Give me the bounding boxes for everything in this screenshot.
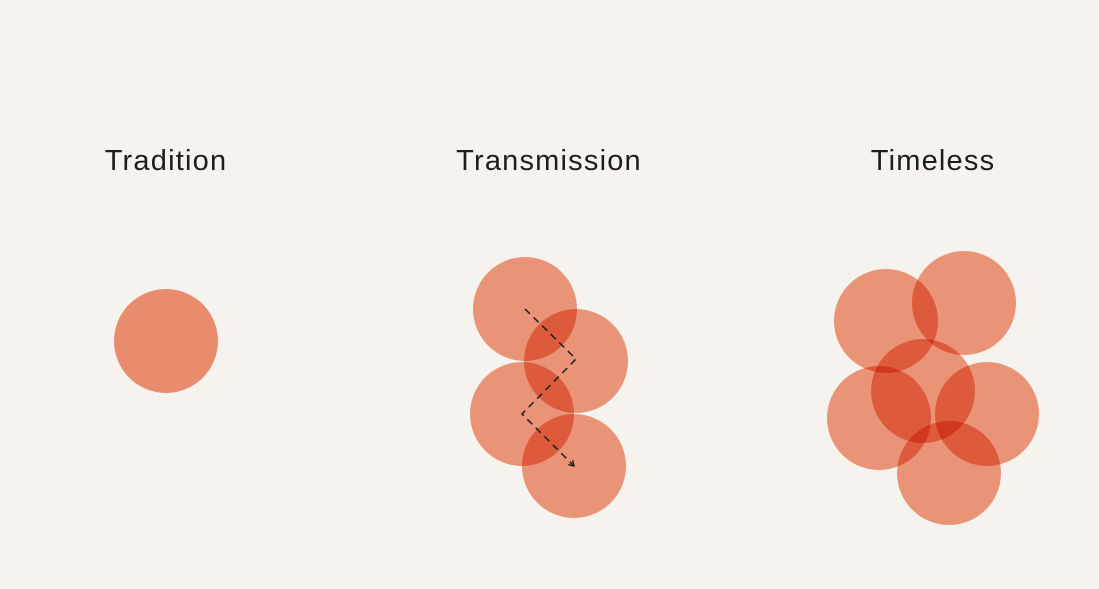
timeless-circle-4 bbox=[827, 366, 931, 470]
transmission-group bbox=[470, 257, 628, 518]
panel-title-timeless: Timeless bbox=[870, 145, 996, 177]
tradition-group bbox=[114, 289, 218, 393]
timeless-group bbox=[827, 251, 1039, 525]
tradition-circle bbox=[114, 289, 218, 393]
transmission-zigzag-arrow bbox=[520, 308, 578, 467]
timeless-circle-6 bbox=[897, 421, 1001, 525]
panel-title-transmission: Transmission bbox=[456, 145, 642, 177]
panel-title-tradition: Tradition bbox=[104, 145, 228, 177]
timeless-circle-2 bbox=[912, 251, 1016, 355]
